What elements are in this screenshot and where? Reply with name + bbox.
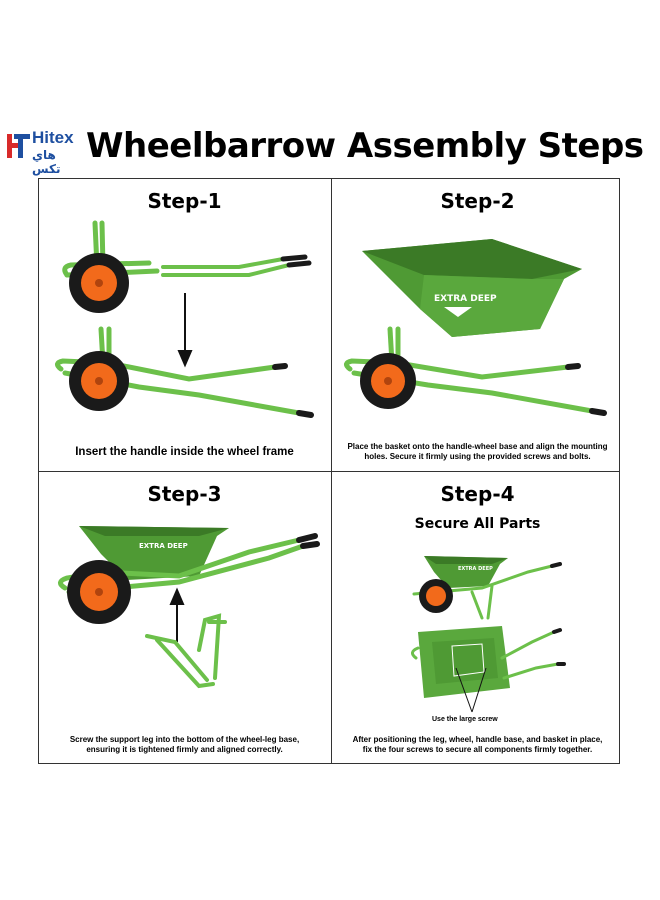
step-2-caption-line-1: Place the basket onto the handle-wheel b… (347, 442, 608, 451)
basket-label-arrow-icon (444, 307, 472, 317)
small-wheelbarrow: EXTRA DEEP (412, 556, 562, 620)
step-3-panel: Step-3 EXTRA DEEP (39, 472, 330, 763)
step-1-panel: Step-1 (39, 179, 330, 470)
step-4-caption-line-1: After positioning the leg, wheel, handle… (352, 735, 603, 744)
screw-note: Use the large screw (432, 716, 498, 723)
arrow-down-icon (177, 293, 193, 368)
step-4-subtitle: Secure All Parts (414, 516, 541, 532)
steps-grid: Step-1 (38, 178, 620, 764)
step-4-illustration: EXTRA DEEP (411, 556, 566, 713)
step-2-title: Step-2 (440, 189, 515, 213)
basket-label: EXTRA DEEP (458, 566, 493, 572)
brand-name: Hitex (32, 128, 74, 147)
screw-pointer-lines (455, 667, 487, 713)
arrow-up-icon (169, 587, 185, 642)
step-1-title: Step-1 (147, 189, 222, 213)
step-4-caption: After positioning the leg, wheel, handle… (340, 735, 615, 755)
step-4-title: Step-4 (440, 482, 515, 506)
step-3-illustration: EXTRA DEEP (58, 526, 320, 689)
grid-divider-horizontal (39, 471, 619, 472)
page-title: Wheelbarrow Assembly Steps (86, 126, 644, 166)
brand-logo: Hitex هاي تكس (6, 128, 76, 176)
header: Hitex هاي تكس Wheelbarrow Assembly Steps (0, 118, 660, 178)
step-3-title: Step-3 (147, 482, 222, 506)
step-2-panel: Step-2 EXTRA DEEP (332, 179, 623, 470)
support-leg (145, 613, 227, 689)
step-3-caption-line-2: ensuring it is tightened firmly and alig… (86, 745, 283, 754)
basket-illustration (362, 239, 582, 337)
hitex-logo-icon (7, 134, 30, 158)
step-2-caption: Place the basket onto the handle-wheel b… (340, 442, 615, 462)
step-2-caption-line-2: holes. Secure it firmly using the provid… (364, 452, 591, 461)
bottom-view-basket (411, 626, 566, 713)
step-4-caption-line-2: fix the four screws to secure all compon… (362, 745, 593, 754)
step-1-caption: Insert the handle inside the wheel frame (75, 446, 294, 458)
brand-arabic: هاي تكس (32, 148, 61, 176)
step-3-caption-line-1: Screw the support leg into the bottom of… (69, 735, 300, 744)
step-1-illustration (55, 220, 314, 418)
basket-label: EXTRA DEEP (434, 294, 497, 304)
step-4-panel: Step-4 Secure All Parts EXTRA DEEP (332, 472, 623, 763)
step-2-illustration: EXTRA DEEP (344, 239, 607, 416)
handles-top (161, 257, 291, 277)
step-3-caption: Screw the support leg into the bottom of… (47, 735, 322, 755)
basket-label: EXTRA DEEP (139, 542, 188, 550)
